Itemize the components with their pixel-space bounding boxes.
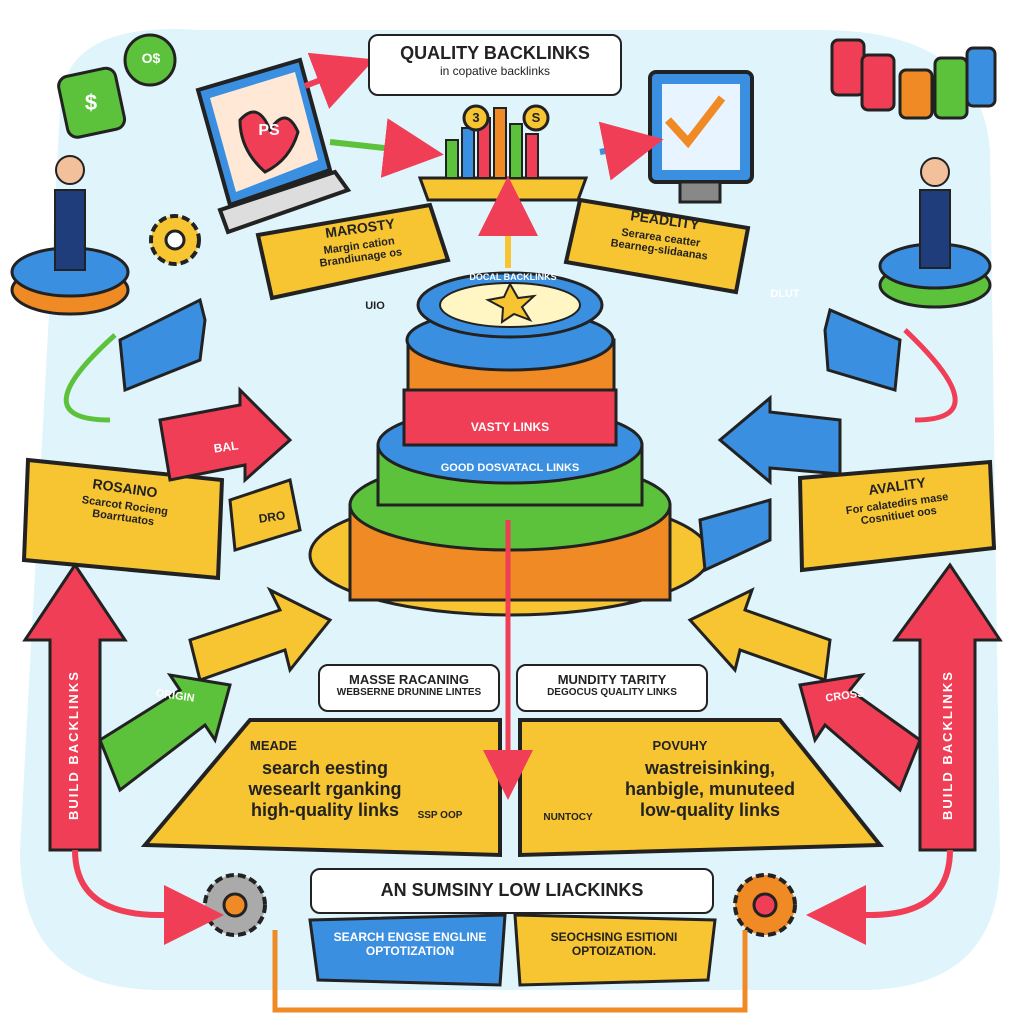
side-arrows — [22, 328, 1003, 945]
flow-arrows — [303, 52, 664, 268]
footer-title: AN SUMSINY LOW LIACKINKS — [380, 880, 644, 900]
center-label-left: MASSE RACANING WEBSERNE DRUNINE LINTES — [318, 664, 500, 712]
header-card: QUALITY BACKLINKS in copative backlinks — [368, 34, 622, 96]
center-label-right: MUNDITY TARITY DEGOCUS QUALITY LINKS — [516, 664, 708, 712]
platform-left — [10, 155, 130, 316]
card-top-right — [563, 197, 751, 295]
card-mid-right — [797, 459, 997, 573]
card-mid-left — [21, 457, 225, 581]
money-icon — [57, 33, 177, 139]
colored-blocks-icon — [830, 38, 997, 120]
card-top-left — [255, 202, 451, 301]
monitor-icon — [648, 70, 754, 204]
card-bottom-left — [140, 718, 502, 858]
arrow-block — [98, 297, 922, 793]
footer-left-button[interactable] — [308, 913, 507, 987]
header-subtitle: in copative backlinks — [439, 64, 551, 78]
header-title: QUALITY BACKLINKS — [400, 43, 590, 63]
laptop-icon — [195, 57, 352, 235]
center-label-right-body: DEGOCUS QUALITY LINKS — [547, 687, 677, 698]
footer-title-card: AN SUMSINY LOW LIACKINKS — [310, 868, 714, 914]
center-label-left-body: WEBSERNE DRUNINE LINTES — [336, 687, 482, 698]
center-label-right-title: MUNDITY TARITY — [557, 672, 667, 687]
center-label-left-title: MASSE RACANING — [349, 672, 469, 687]
card-bottom-right — [518, 718, 885, 858]
platform-right — [878, 157, 992, 309]
footer-right-button[interactable] — [513, 913, 717, 987]
footer-connector — [272, 930, 748, 1013]
bar-chart-icon — [417, 104, 589, 202]
